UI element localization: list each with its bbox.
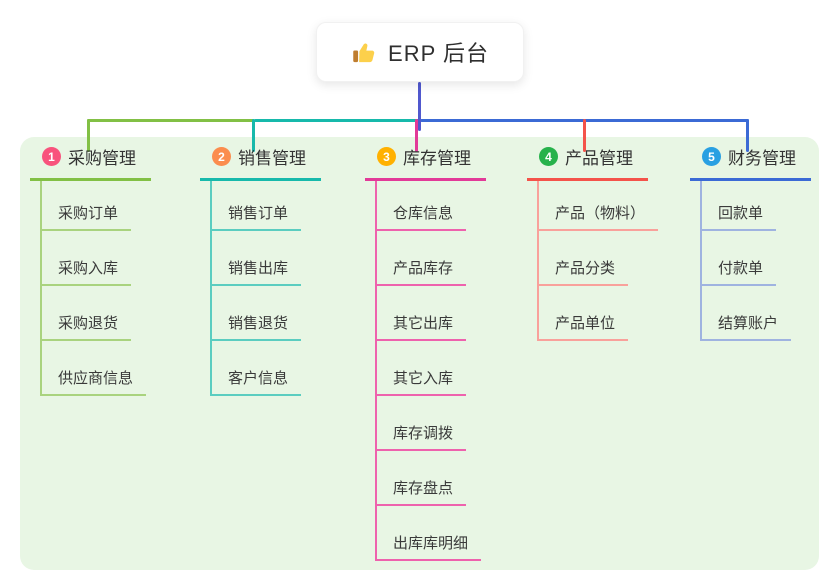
child-node[interactable]: 仓库信息 xyxy=(377,181,486,231)
child-node[interactable]: 产品分类 xyxy=(539,231,658,286)
child-label: 其它出库 xyxy=(377,312,467,341)
child-node[interactable]: 销售订单 xyxy=(212,181,321,231)
child-node[interactable]: 供应商信息 xyxy=(42,341,151,396)
branch-children: 产品（物料） 产品分类产品单位 xyxy=(537,181,659,341)
child-label: 产品（物料） xyxy=(539,202,659,231)
branch-children: 仓库信息产品库存其它出库其它入库库存调拨库存盘点出库库明细 xyxy=(375,181,486,561)
branch-node[interactable]: 3 库存管理 xyxy=(365,144,486,181)
root-label: ERP 后台 xyxy=(388,41,489,66)
branch-5: 5 财务管理回款单付款单结算账户 xyxy=(690,144,811,341)
branch-number-badge: 5 xyxy=(702,147,721,166)
child-node[interactable]: 产品库存 xyxy=(377,231,486,286)
child-label: 采购订单 xyxy=(42,202,132,231)
branch-children: 销售订单销售出库销售退货客户信息 xyxy=(210,181,321,396)
branch-number-badge: 1 xyxy=(42,147,61,166)
branch-2: 2 销售管理销售订单销售出库销售退货客户信息 xyxy=(200,144,321,396)
connector-drop-branch-1 xyxy=(87,119,90,152)
branch-label: 财务管理 xyxy=(728,149,796,168)
child-label: 其它入库 xyxy=(377,367,467,396)
branch-label: 产品管理 xyxy=(565,149,633,168)
child-label: 产品库存 xyxy=(377,257,467,286)
child-node[interactable]: 库存调拨 xyxy=(377,396,486,451)
child-label: 出库库明细 xyxy=(377,532,482,561)
branch-label: 销售管理 xyxy=(238,149,306,168)
connector-rail-1 xyxy=(87,119,254,122)
child-label: 采购退货 xyxy=(42,312,132,341)
branch-label: 库存管理 xyxy=(403,149,471,168)
branch-number-badge: 2 xyxy=(212,147,231,166)
branch-node[interactable]: 1 采购管理 xyxy=(30,144,151,181)
child-node[interactable]: 结算账户 xyxy=(702,286,811,341)
branch-children: 回款单付款单结算账户 xyxy=(700,181,811,341)
child-node[interactable]: 回款单 xyxy=(702,181,811,231)
connector-root-stem xyxy=(418,82,421,131)
child-label: 仓库信息 xyxy=(377,202,467,231)
child-label: 客户信息 xyxy=(212,367,302,396)
thumbs-up-icon xyxy=(351,39,378,66)
child-node[interactable]: 产品（物料） xyxy=(539,181,659,231)
child-node[interactable]: 采购订单 xyxy=(42,181,151,231)
branch-4: 4 产品管理产品（物料） 产品分类产品单位 xyxy=(527,144,659,341)
connector-drop-branch-5 xyxy=(746,119,749,152)
child-node[interactable]: 客户信息 xyxy=(212,341,321,396)
child-label: 付款单 xyxy=(702,257,777,286)
branch-node[interactable]: 2 销售管理 xyxy=(200,144,321,181)
child-node[interactable]: 其它入库 xyxy=(377,341,486,396)
child-label: 回款单 xyxy=(702,202,777,231)
branch-node[interactable]: 4 产品管理 xyxy=(527,144,648,181)
child-label: 库存盘点 xyxy=(377,477,467,506)
child-node[interactable]: 采购入库 xyxy=(42,231,151,286)
branch-1: 1 采购管理采购订单采购入库采购退货供应商信息 xyxy=(30,144,151,396)
branch-children: 采购订单采购入库采购退货供应商信息 xyxy=(40,181,151,396)
child-label: 采购入库 xyxy=(42,257,132,286)
child-node[interactable]: 出库库明细 xyxy=(377,506,486,561)
child-label: 销售订单 xyxy=(212,202,302,231)
child-label: 供应商信息 xyxy=(42,367,147,396)
branch-number-badge: 3 xyxy=(377,147,396,166)
branches-panel xyxy=(20,137,819,570)
connector-rail-2 xyxy=(254,119,420,122)
connector-drop-branch-2 xyxy=(252,119,255,152)
child-label: 产品单位 xyxy=(539,312,629,341)
child-node[interactable]: 销售出库 xyxy=(212,231,321,286)
connector-drop-branch-4 xyxy=(583,119,586,152)
child-node[interactable]: 销售退货 xyxy=(212,286,321,341)
child-node[interactable]: 采购退货 xyxy=(42,286,151,341)
child-label: 销售退货 xyxy=(212,312,302,341)
child-node[interactable]: 产品单位 xyxy=(539,286,658,341)
branch-node[interactable]: 5 财务管理 xyxy=(690,144,811,181)
child-label: 产品分类 xyxy=(539,257,629,286)
connector-drop-branch-3 xyxy=(415,119,418,152)
child-label: 销售出库 xyxy=(212,257,302,286)
branch-number-badge: 4 xyxy=(539,147,558,166)
root-node[interactable]: ERP 后台 xyxy=(316,22,524,82)
child-node[interactable]: 其它出库 xyxy=(377,286,486,341)
child-node[interactable]: 付款单 xyxy=(702,231,811,286)
child-node[interactable]: 库存盘点 xyxy=(377,451,486,506)
branch-3: 3 库存管理仓库信息产品库存其它出库其它入库库存调拨库存盘点出库库明细 xyxy=(365,144,486,561)
child-label: 库存调拨 xyxy=(377,422,467,451)
branch-label: 采购管理 xyxy=(68,149,136,168)
child-label: 结算账户 xyxy=(702,312,792,341)
